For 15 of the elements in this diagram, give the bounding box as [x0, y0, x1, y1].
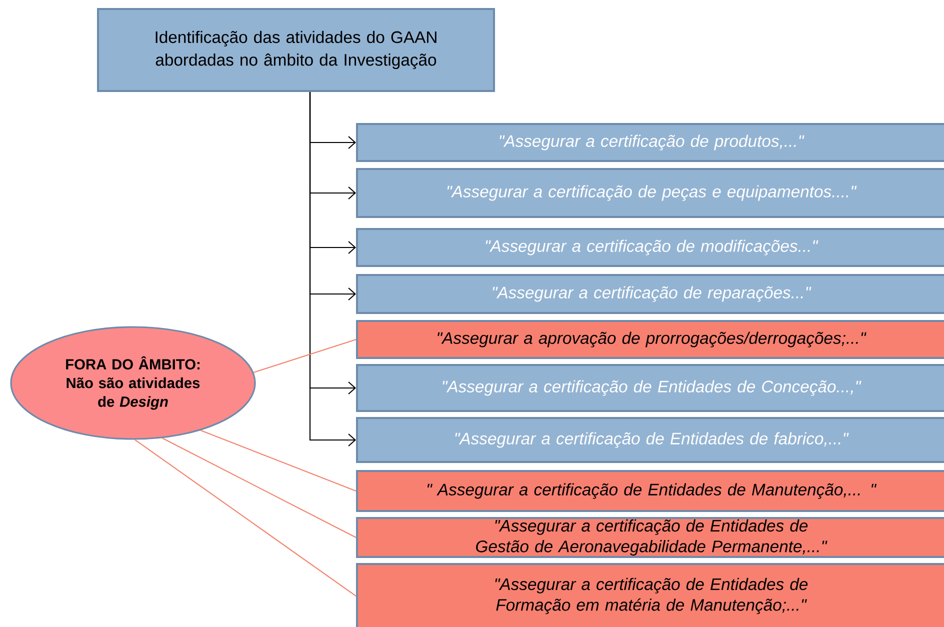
activity-box: "Assegurar a certificação de produtos,..."	[356, 123, 944, 162]
activity-box: "Assegurar a certificação de peças e equipamentos...."	[356, 168, 944, 218]
activity-box: "Assegurar a certificação de Entidades de Formação em matéria de Manutenção;..."	[356, 563, 944, 627]
activity-box: " Assegurar a certificação de Entidades de Manutenção,... "	[356, 470, 944, 512]
activity-box: "Assegurar a aprovação de prorrogações/derrogações;..."	[356, 320, 944, 359]
activity-box: "Assegurar a certificação de modificações..."	[356, 228, 944, 267]
title-box: Identificação das atividades do GAAN abordadas no âmbito da Investigação	[97, 8, 495, 92]
activity-box: "Assegurar a certificação de Entidades de Gestão de Aeronavegabilidade Permanente,..."	[356, 517, 944, 558]
leader-line	[134, 439, 356, 596]
activity-box: "Assegurar a certificação de Entidades de fabrico,..."	[356, 417, 944, 463]
leader-line	[200, 430, 356, 492]
activity-box: "Assegurar a certificação de reparações..."	[356, 274, 944, 314]
activity-box: "Assegurar a certificação de Entidades de Conceção...,"	[356, 364, 944, 412]
leader-line	[162, 438, 356, 538]
leader-line	[254, 339, 356, 373]
